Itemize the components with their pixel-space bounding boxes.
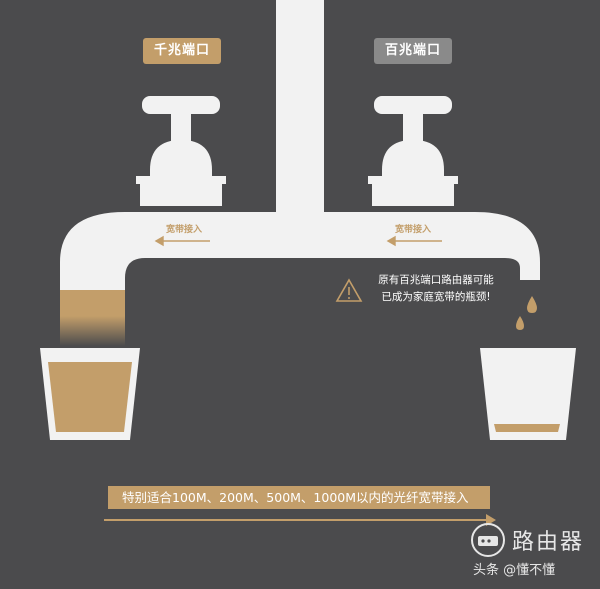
water-drip [527, 296, 537, 313]
watermark-author: 头条 @懂不懂 [473, 563, 556, 578]
banner-rule-arrow [486, 514, 496, 526]
bottleneck-warning: 原有百兆端口路由器可能 已成为家庭宽带的瓶颈! [366, 272, 506, 306]
warning-line-1: 原有百兆端口路由器可能 [378, 274, 494, 286]
watermark-logo-icon [471, 523, 505, 557]
left-cup [40, 348, 140, 440]
main-pipe [60, 212, 540, 290]
broadband-in-label-left: 宽带接入 [166, 225, 203, 235]
warning-line-2: 已成为家庭宽带的瓶颈! [381, 291, 491, 303]
flow-arrow-left [154, 235, 210, 247]
broadband-in-label-right: 宽带接入 [395, 225, 432, 235]
flow-arrow-right [386, 235, 442, 247]
watermark-brand: 路由器 [512, 530, 585, 555]
warning-icon [335, 278, 363, 302]
right-cup [480, 348, 576, 440]
water-drip [516, 316, 524, 330]
supply-pipe [276, 0, 324, 212]
right-faucet [368, 96, 458, 206]
gold-stream [60, 290, 125, 316]
gold-stream-fade [60, 316, 125, 346]
hundred-megabit-port-tag: 百兆端口 [374, 38, 452, 64]
left-faucet [136, 96, 226, 206]
suitability-banner: 特别适合100M、200M、500M、1000M以内的光纤宽带接入 [108, 486, 490, 509]
gigabit-port-tag: 千兆端口 [143, 38, 221, 64]
